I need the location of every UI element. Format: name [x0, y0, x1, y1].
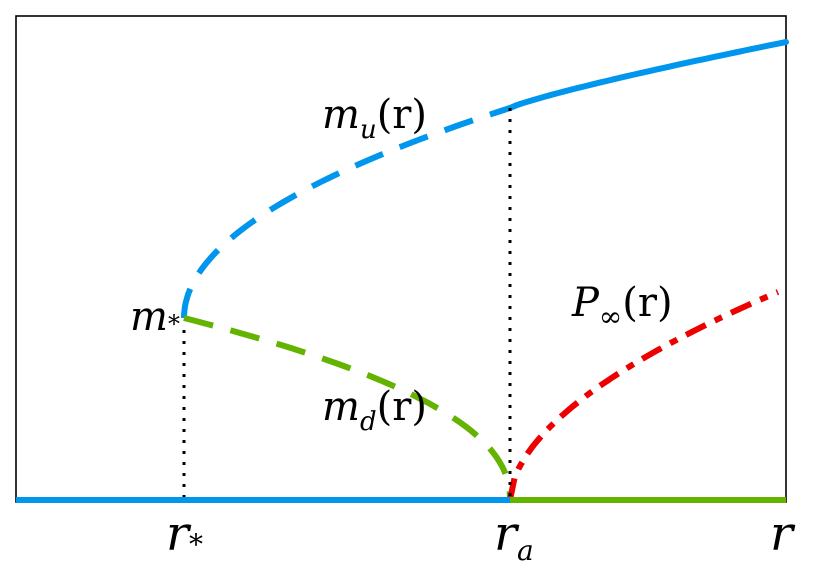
m-d-dashed-branch	[183, 315, 513, 500]
m-u-dashed-branch	[181, 105, 511, 319]
m-u-solid-branch	[507, 39, 789, 111]
x-tick-r: r	[770, 506, 796, 562]
label-m-u: mu(r)	[322, 92, 427, 145]
label-p-infinity: P∞(r)	[571, 280, 673, 333]
label-m-star: m*	[130, 294, 180, 340]
x-tick-r-star: r*	[166, 506, 203, 562]
label-m-d: md(r)	[322, 384, 427, 437]
p-infinity-curve	[507, 289, 780, 501]
x-tick-r-a: ra	[494, 506, 534, 567]
